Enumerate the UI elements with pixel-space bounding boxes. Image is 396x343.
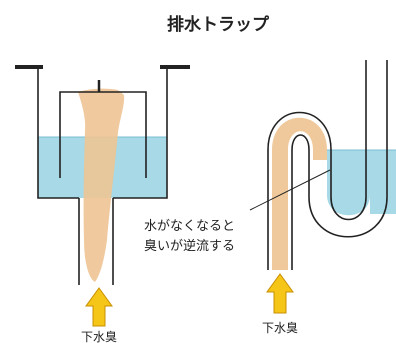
left-odor-arrow (85, 287, 113, 327)
right-odor-arrow (266, 273, 294, 314)
s-trap-water (327, 150, 396, 216)
bell-trap-bell (59, 91, 147, 178)
annotation-line-2: 臭いが逆流する (144, 238, 235, 254)
bell-trap-odor-flow (78, 88, 125, 282)
bell-trap: 下水臭 (15, 65, 190, 343)
s-trap-odor-flow (272, 117, 327, 270)
annotation-line-1: 水がなくなると (144, 219, 235, 234)
annotation-pointer (249, 169, 331, 211)
s-trap-inner-wall (291, 60, 388, 270)
s-trap: 下水臭 (262, 60, 396, 335)
diagram-title: 排水トラップ (167, 14, 270, 35)
left-odor-label: 下水臭 (81, 329, 117, 343)
right-odor-label: 下水臭 (262, 320, 298, 335)
s-trap-outer-wall (267, 60, 367, 270)
bell-trap-bowl (37, 67, 168, 199)
